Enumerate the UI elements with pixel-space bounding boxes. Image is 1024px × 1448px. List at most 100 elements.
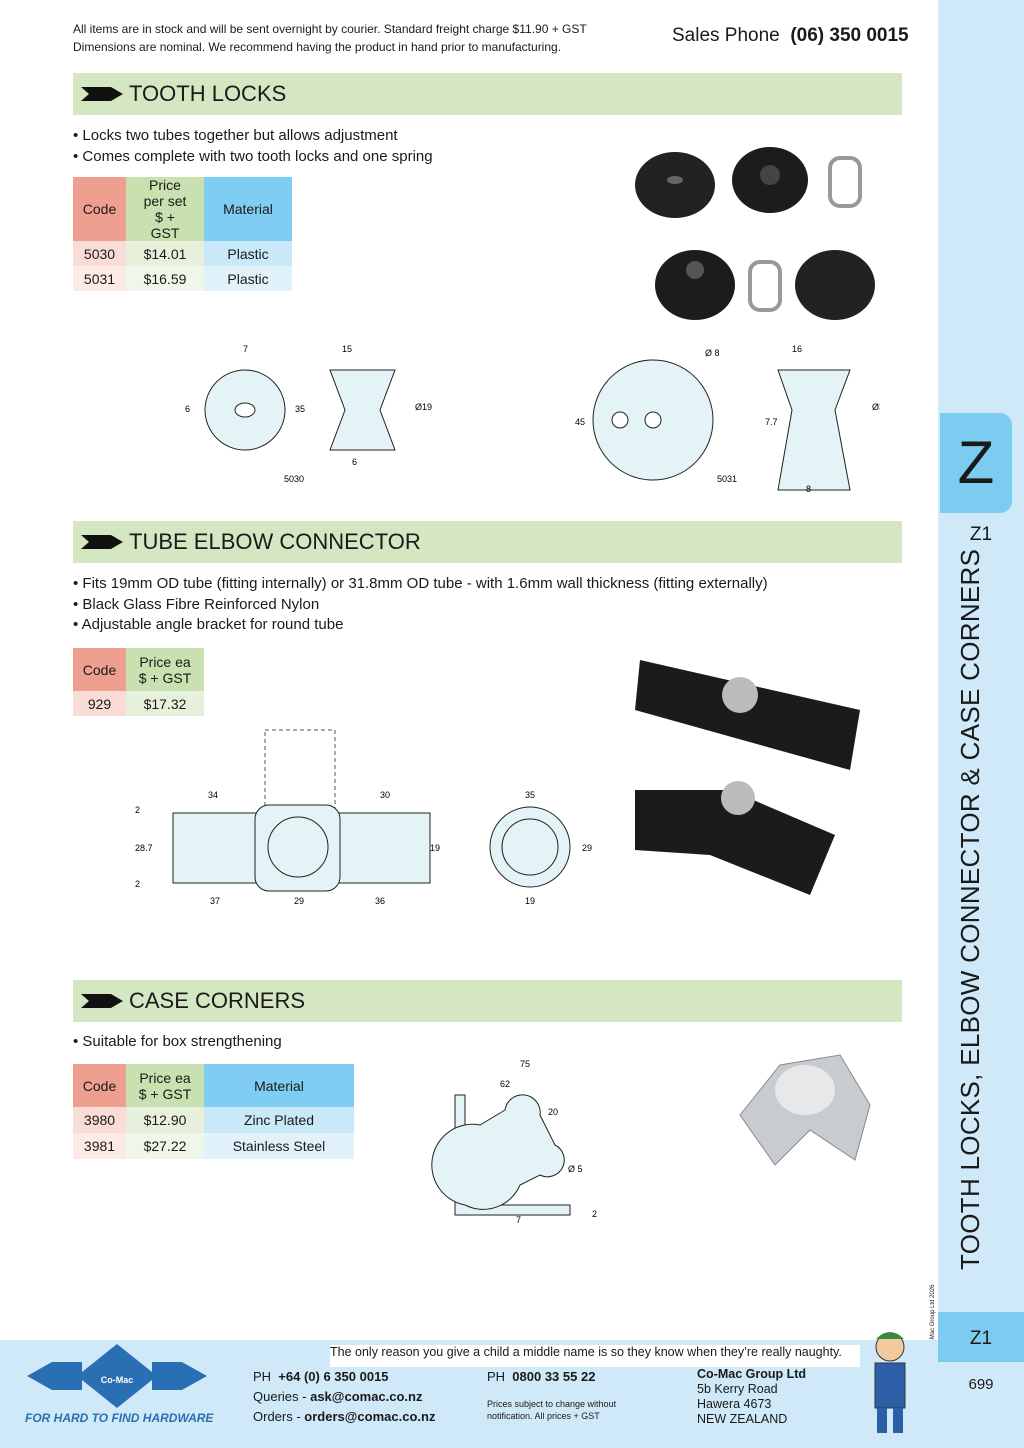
col-header: Code <box>73 648 126 691</box>
dim-label: 37 <box>210 896 220 906</box>
dim-label: 35 <box>525 790 535 800</box>
section-code: Z1 <box>969 524 993 545</box>
cell: $12.90 <box>126 1107 204 1133</box>
section-title: CASE CORNERS <box>129 988 306 1013</box>
elbow-connector-technical-drawing: 34 30 2 28.7 2 19 37 29 36 35 29 19 <box>135 729 592 906</box>
dim-label: Ø 5 <box>568 1164 583 1174</box>
dim-label: 62 <box>500 1079 510 1089</box>
bullet: • Comes complete with two tooth locks an… <box>73 147 433 165</box>
mascot-illustration <box>874 1332 906 1433</box>
dim-label: Ø38 <box>872 402 880 412</box>
dim-label: 7 <box>516 1215 521 1225</box>
note-line: All items are in stock and will be sent … <box>73 22 587 36</box>
case-corner-product-photo <box>739 1054 871 1166</box>
dim-label: 36 <box>375 896 385 906</box>
dim-label: 19 <box>525 896 535 906</box>
sidebar <box>938 0 1024 1448</box>
page-number: 699 <box>968 1376 994 1393</box>
bullets: • Fits 19mm OD tube (fitting internally)… <box>73 574 768 636</box>
dim-label: 34 <box>208 790 218 800</box>
bullets: • Locks two tubes together but allows ad… <box>73 126 433 167</box>
cell: $14.01 <box>126 241 204 266</box>
addr: NEW ZEALAND <box>697 1412 788 1426</box>
freephone: PH 0800 33 55 22 <box>487 1367 595 1387</box>
note: Prices subject to change without <box>487 1399 617 1409</box>
vertical-page-title: TOOTH LOCKS, ELBOW CONNECTOR & CASE CORN… <box>955 548 985 1270</box>
bottom-code: Z1 <box>969 1328 993 1349</box>
orders-label: Orders - <box>253 1409 301 1424</box>
cell: Plastic <box>204 266 292 291</box>
sales-number[interactable]: (06) 350 0015 <box>790 25 909 46</box>
prices-note: Prices subject to change without notifica… <box>487 1398 616 1422</box>
col-header: Code <box>73 1064 126 1107</box>
dim-label: Ø 8 <box>705 348 720 358</box>
col-header: Price ea $ + GST <box>126 648 204 691</box>
tooth-lock-technical-drawings: 7 15 6 35 Ø19 6 5030 Ø 8 16 45 7.7 Ø38 8… <box>185 344 880 494</box>
freephone-number[interactable]: 0800 33 55 22 <box>512 1369 596 1384</box>
dim-label: 2 <box>135 805 140 815</box>
dim-label: 15 <box>342 344 352 354</box>
cell: $17.32 <box>126 691 204 716</box>
dim-label: 28.7 <box>135 843 153 853</box>
cell: 3980 <box>73 1107 126 1133</box>
col-header: Material <box>204 1064 354 1107</box>
ph-label: PH <box>253 1369 272 1384</box>
queries-email[interactable]: ask@comac.co.nz <box>310 1389 423 1404</box>
chevron-arrow-icon <box>81 535 123 549</box>
sales-label: Sales Phone <box>672 25 780 46</box>
dim-label: 29 <box>582 843 592 853</box>
ph-label: PH <box>487 1369 506 1384</box>
section-header-tooth-locks: TOOTH LOCKS <box>73 73 902 115</box>
cell: $16.59 <box>126 266 204 291</box>
dim-label: 19 <box>430 843 440 853</box>
dim-label: 6 <box>352 457 357 467</box>
dim-label: 35 <box>295 404 305 414</box>
cell: Zinc Plated <box>204 1107 354 1133</box>
bullet: • Black Glass Fibre Reinforced Nylon <box>73 595 320 613</box>
note: notification. All prices + GST <box>487 1411 600 1421</box>
bullet: • Adjustable angle bracket for round tub… <box>73 616 344 633</box>
case-corner-technical-drawing: 75 62 20 Ø 5 7 2 <box>431 1059 597 1225</box>
section-header-tube-elbow-connector: TUBE ELBOW CONNECTOR <box>73 521 902 563</box>
dim-label: Ø19 <box>415 402 432 412</box>
section-title: TUBE ELBOW CONNECTOR <box>129 529 421 554</box>
drawing-code: 5030 <box>284 474 304 484</box>
section-tab[interactable]: Z <box>940 413 1012 513</box>
section-header-case-corners: CASE CORNERS <box>73 980 902 1022</box>
dim-label: 29 <box>294 896 304 906</box>
chevron-arrow-icon <box>81 87 123 101</box>
dim-label: 2 <box>135 879 140 889</box>
cell: 929 <box>73 691 126 716</box>
cell: Stainless Steel <box>204 1133 354 1159</box>
bullet: • Fits 19mm OD tube (fitting internally)… <box>73 575 768 592</box>
col-header: Price per set $ + GST <box>126 177 204 241</box>
dim-label: 6 <box>185 404 190 414</box>
dim-label: 45 <box>575 417 585 427</box>
bottom-code-tab <box>938 1312 1024 1362</box>
cell: Plastic <box>204 241 292 266</box>
sales-phone: Sales Phone (06) 350 0015 <box>672 25 909 47</box>
col-header: Price ea $ + GST <box>126 1064 204 1107</box>
dim-label: 8 <box>806 484 811 494</box>
tooth-lock-product-photo <box>635 147 875 320</box>
logo-text: Co-Mac <box>101 1375 134 1385</box>
cell: 3981 <box>73 1133 126 1159</box>
orders-email[interactable]: orders@comac.co.nz <box>304 1409 436 1424</box>
phone[interactable]: +64 (0) 6 350 0015 <box>278 1369 389 1384</box>
dim-label: 75 <box>520 1059 530 1069</box>
section-title: TOOTH LOCKS <box>129 81 287 106</box>
bullets: • Suitable for box strengthening <box>73 1032 282 1053</box>
dim-label: 2 <box>592 1209 597 1219</box>
bullet: • Suitable for box strengthening <box>73 1033 282 1050</box>
cell: 5031 <box>73 266 126 291</box>
tagline: FOR HARD TO FIND HARDWARE <box>25 1411 214 1425</box>
table-row: 929$17.32 <box>73 691 204 716</box>
chevron-arrow-icon <box>81 994 123 1008</box>
